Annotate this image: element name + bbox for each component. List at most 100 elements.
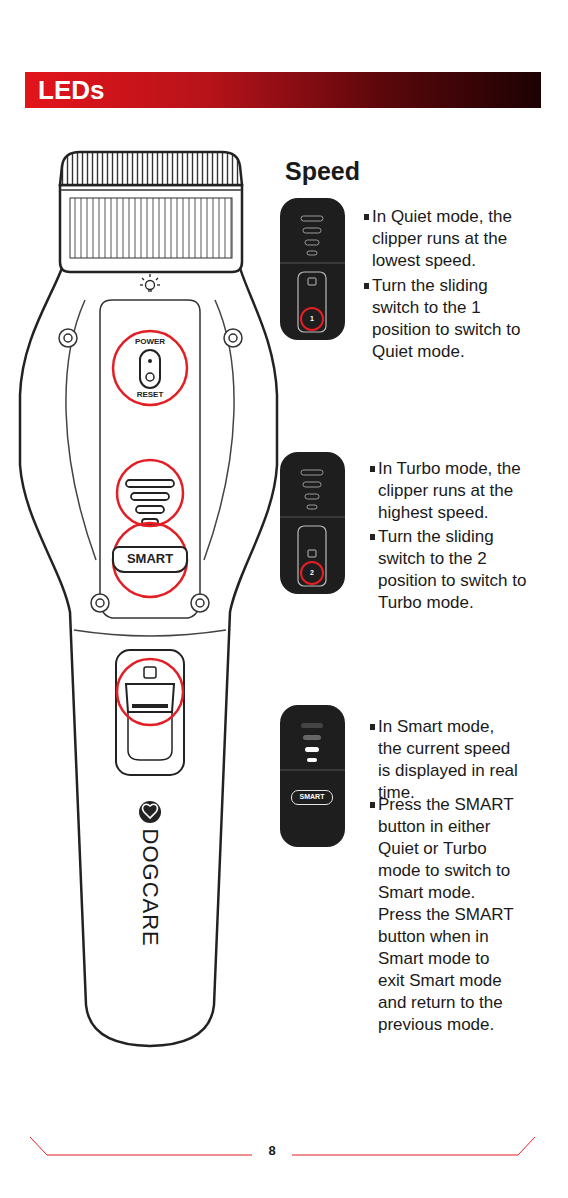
led-panel [305,494,319,499]
led-panel [307,505,317,509]
led-panel [301,308,323,330]
slide-switch [132,704,168,708]
slide-switch [144,667,156,678]
led-panel [303,228,321,233]
led-panel [301,470,323,509]
clipper-body [20,268,277,1046]
led-panel [308,550,316,557]
bullet-text: In Turbo mode, the clipper runs at the h… [378,458,528,524]
led-panel [280,517,345,518]
button-text: SMART [300,793,325,801]
footer-rule [30,1137,535,1155]
led-panel [280,452,345,594]
clipper-body [74,630,226,636]
light-icon [156,278,158,280]
screw [64,334,72,342]
led-panel [303,482,321,487]
bullet [370,466,375,472]
led-bars [131,493,169,500]
led-panel [305,747,319,752]
led-panel [308,278,316,285]
clipper-body [100,300,200,618]
screw [91,594,109,612]
screw [196,599,204,607]
led-panel [301,216,323,221]
light-icon [148,290,152,291]
power-button [148,359,152,363]
bullet [370,724,375,730]
led-panel [280,263,345,264]
slide-switch [116,650,184,775]
switch-position: 2 [310,569,314,577]
highlight-circle [117,659,183,725]
led-bars [126,480,174,525]
bullet-text: In Smart mode, the current speed is disp… [378,716,519,804]
brand-name: DOGCARE [137,829,162,947]
button-text: SMART [127,552,173,566]
led-panel [301,723,323,728]
led-panel [298,272,326,332]
led-panel [280,705,345,847]
led-panel [280,198,345,340]
bullet [370,802,375,808]
bullet-text: In Quiet mode, the clipper runs at the l… [372,206,522,272]
header-band: LEDs [25,72,541,108]
section-title: LEDs [25,72,541,108]
button-label: POWER [135,337,165,346]
light-icon [146,281,155,290]
clipper-head [70,198,232,258]
screw [59,329,242,612]
light-icon [140,274,160,291]
bullet-text: Press the SMART button in either Quiet o… [378,794,519,1036]
switch-position: 1 [310,315,314,323]
clipper-body [20,268,277,1046]
footer-rule [292,1137,535,1155]
led-panel [307,758,317,762]
smart-button-icon: SMART [291,790,333,805]
power-button [140,350,160,388]
screw [224,329,242,347]
led-panel [280,198,345,340]
smart-button: SMART [112,546,188,573]
slide-switch [116,650,184,775]
clipper-head [60,185,242,272]
brand-logo [139,801,161,823]
led-panel [280,770,345,771]
led-bars [136,506,164,513]
clipper-head [60,189,242,191]
led-panel [301,216,323,255]
footer-rule [30,1137,252,1155]
section-heading: Speed [285,157,360,186]
clipper-head [60,152,242,185]
clipper-head [60,152,242,272]
led-panel [301,470,323,475]
led-panel [298,526,326,586]
led-panel [305,240,319,245]
bullet [370,534,375,540]
bullet [364,214,369,220]
highlight-circle [113,331,187,405]
led-panel [301,562,323,584]
led-panel [307,251,317,255]
led-panel [303,735,321,740]
power-button [140,350,160,388]
slide-switch [126,684,174,712]
screw [229,334,237,342]
brand-logo [143,804,158,818]
slide-switch [128,712,172,760]
power-button [146,373,154,381]
bullet [364,283,369,289]
light-icon [140,284,143,285]
light-icon [149,274,150,277]
led-bars [126,480,174,487]
highlight-circle [113,523,187,597]
screw [191,594,209,612]
page-number: 8 [268,1144,275,1159]
bullet-text: Turn the sliding switch to the 1 positio… [372,275,522,363]
light-icon [157,284,160,285]
highlight-circle [113,331,187,725]
button-label: RESET [137,390,164,399]
screw [96,599,104,607]
highlight-circle [117,460,183,526]
bullet-text: Turn the sliding switch to the 2 positio… [378,526,528,614]
